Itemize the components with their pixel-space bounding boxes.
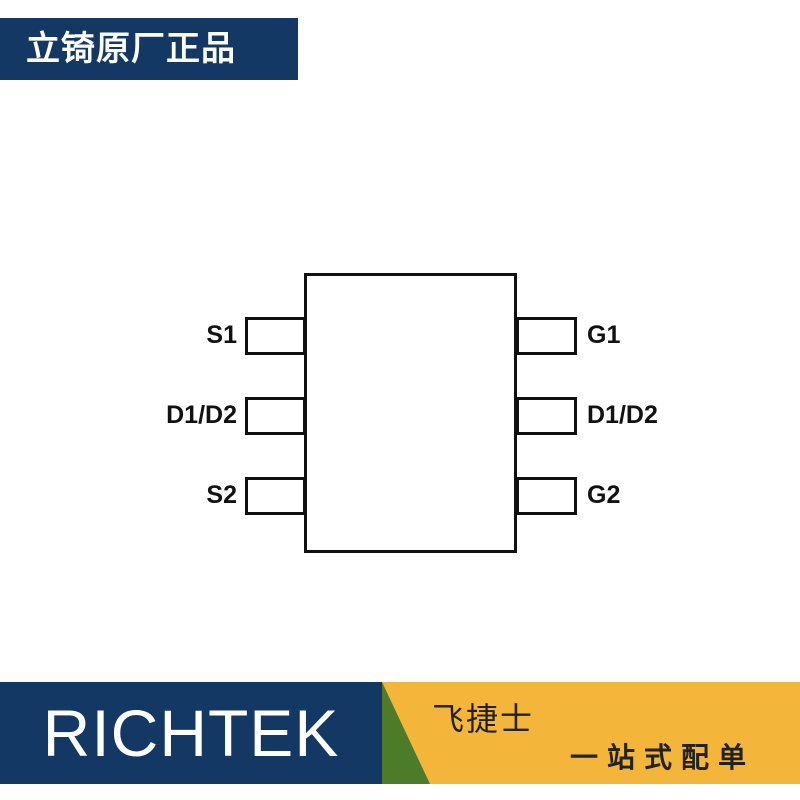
banner-text: 立锜原厂正品 <box>26 29 236 69</box>
pin-label-left-3: S2 <box>206 481 237 509</box>
accent-strip <box>382 682 800 784</box>
top-banner: 立锜原厂正品 <box>0 18 298 80</box>
pin-label-left-2: D1/D2 <box>166 401 237 429</box>
brand-logo: RICHTEK <box>0 682 382 784</box>
pin-right-1 <box>516 317 577 355</box>
chip-body <box>304 273 517 553</box>
pin-left-1 <box>245 317 306 355</box>
company-name: 飞捷士 <box>432 700 535 738</box>
pin-right-2 <box>516 397 577 435</box>
brand-text: RICHTEK <box>42 696 340 770</box>
pin-label-right-1: G1 <box>587 321 621 349</box>
slogan: 一站式配单 <box>570 741 756 774</box>
accent-triangle <box>382 682 430 784</box>
pin-left-2 <box>245 397 306 435</box>
pin-left-3 <box>245 477 306 515</box>
pin-label-left-1: S1 <box>206 321 237 349</box>
pin-right-3 <box>516 477 577 515</box>
footer-bar: RICHTEK 飞捷士 一站式配单 <box>0 682 800 784</box>
pin-label-right-3: G2 <box>587 481 621 509</box>
pin-label-right-2: D1/D2 <box>587 401 658 429</box>
